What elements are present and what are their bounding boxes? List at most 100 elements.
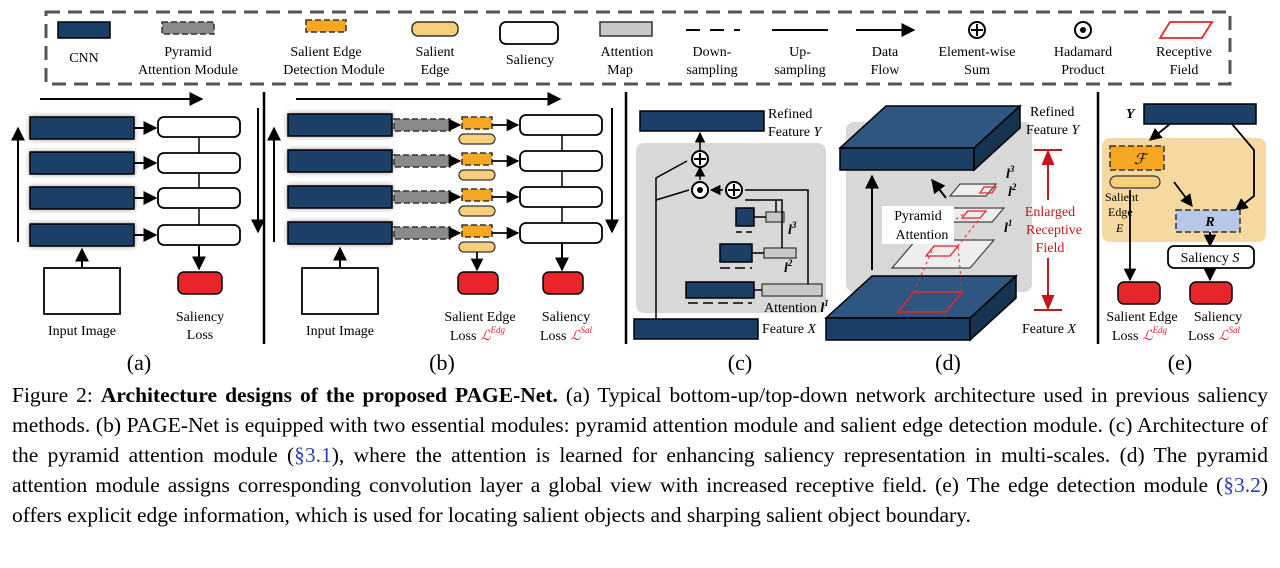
panel-b-saliency-stack [519, 114, 603, 244]
legend-pyramid-label-1: Pyramid [164, 45, 211, 60]
panel-e-salient-label-2: Edge [1108, 205, 1133, 219]
legend-edge-module-label-2: Detection Module [283, 63, 384, 78]
panel-e-label: (e) [1168, 350, 1192, 375]
panel-c-l3-label: l3 [788, 220, 797, 238]
caption-part2: ), where the attention is learned for en… [12, 443, 1268, 497]
panel-e-f-label: ℱ [1134, 152, 1149, 168]
panel-c-module-bg [636, 143, 826, 313]
panel-e-r-label: R [1204, 215, 1214, 230]
panel-d-refined-label-1: Refined [1030, 105, 1074, 120]
legend-pyramid-swatch [161, 21, 215, 35]
legend-cnn-label: CNN [69, 51, 99, 66]
legend-pyramid-label-2: Attention Module [138, 63, 238, 78]
legend-sum-icon [968, 21, 986, 39]
panel-e-saliency-label: Saliency S [1181, 251, 1240, 266]
caption-prefix: Figure 2: [12, 383, 101, 407]
panel-a-label: (a) [127, 350, 151, 375]
legend-saliency-swatch [499, 21, 559, 45]
legend-hadamard-label-1: Hadamard [1054, 45, 1112, 60]
panel-d: Pyramid Attention l3 l2 l1 Enlarged Rece… [824, 104, 1082, 375]
legend-attention-label-1: Attention [601, 45, 654, 60]
panel-e-f-module [1109, 145, 1165, 171]
panel-a-input-label: Input Image [48, 324, 116, 339]
panel-d-attention-planes [890, 183, 1006, 269]
panel-d-l2-label: l2 [1008, 182, 1017, 200]
panel-a-saliency-stack [157, 116, 241, 246]
legend-upsampling-label-2: sampling [774, 63, 825, 78]
panel-c-refined-label-2: Feature Y [768, 125, 823, 140]
legend-receptive-swatch [1158, 21, 1214, 39]
panel-e-salient-var: E [1115, 221, 1124, 235]
panel-c-feature-label: Feature X [762, 322, 816, 337]
panel-d-receptive-arrow [1034, 149, 1062, 311]
legend-dataflow-label-1: Data [872, 45, 899, 60]
panel-d-enlarged-label-1: Enlarged [1025, 205, 1075, 220]
caption-ref-section-3-1[interactable]: §3.1 [294, 443, 332, 467]
panel-c-refined-label-1: Refined [768, 107, 812, 122]
legend-edge-label-1: Salient [416, 45, 455, 60]
panel-d-l1-label: l1 [1004, 218, 1012, 236]
panel-d-pyramid-bg [882, 206, 954, 244]
panel-c-attention-map-2 [763, 247, 797, 259]
panel-e-sal-loss-label-1: Saliency [1194, 310, 1242, 325]
panel-e-r-module [1175, 209, 1241, 233]
panel-c-sum-icon-right [725, 181, 743, 199]
panel-b-edge-loss-label-1: Salient Edge [444, 310, 515, 325]
legend-edge-module-swatch [305, 19, 347, 33]
panel-b-pyramid-modules [393, 118, 451, 240]
legend-downsampling-label-2: sampling [686, 63, 737, 78]
panel-b-sal-loss-label-1: Saliency [542, 310, 590, 325]
panel-b-edge-loss-box [457, 271, 499, 295]
legend-downsampling-label-1: Down- [693, 45, 732, 60]
panel-b-input-image [301, 267, 379, 315]
panel-d-l3-label: l3 [1006, 164, 1015, 182]
panel-e-saliency-box [1167, 245, 1255, 269]
panel-c-level3-cnn [735, 207, 755, 227]
caption-part3: ) offers explicit edge information, whic… [12, 473, 1268, 527]
panel-a-cnn-stack [29, 116, 135, 247]
panel-c-label: (c) [728, 350, 752, 375]
legend-edge-label-2: Edge [421, 63, 450, 78]
panel-b-edge-modules [458, 116, 496, 253]
caption-ref-section-3-2[interactable]: §3.2 [1223, 473, 1261, 497]
panel-d-pyramid-label-1: Pyramid [894, 209, 941, 224]
legend-attention-swatch [599, 21, 653, 37]
legend-sum-label-1: Element-wise [939, 45, 1016, 60]
panel-c-attention-label: Attention l1 [764, 298, 829, 316]
architecture-figure: CNN Pyramid Attention Module Salient Edg… [11, 10, 1266, 375]
panel-c-attention-map-1 [761, 283, 823, 297]
panel-b-sal-loss-box [542, 271, 584, 295]
legend-attention-label-2: Map [607, 63, 633, 78]
panel-e-salient-label-1: Salient [1105, 190, 1139, 204]
panel-c: Refined Feature Y Feature X [633, 107, 829, 375]
caption-part1: (a) Typical bottom-up/top-down network a… [12, 383, 1269, 467]
figure-caption: Figure 2: Architecture designs of the pr… [12, 380, 1268, 530]
legend-receptive-label-1: Receptive [1156, 45, 1212, 60]
legend-dataflow-label-2: Flow [871, 63, 901, 78]
panel-d-refined-slab [838, 104, 1022, 172]
panel-d-enlarged-label-3: Field [1036, 241, 1065, 256]
panel-b-label: (b) [429, 350, 455, 375]
legend-edge-swatch [411, 21, 459, 37]
legend-sum-label-2: Sum [964, 63, 990, 78]
panel-e-feature-y [1143, 103, 1257, 125]
panel-e-edge-output [1109, 175, 1161, 189]
legend-receptive-label-2: Field [1170, 63, 1199, 78]
legend-upsampling-label-1: Up- [789, 45, 811, 60]
panel-a-input-image [43, 267, 121, 315]
panel-a-saliency-loss-box [177, 271, 223, 295]
panel-c-l2-label: l2 [784, 258, 793, 276]
panel-e-y-label: Y [1126, 107, 1136, 122]
panel-c-feature-x [633, 318, 759, 340]
legend-cnn-swatch [57, 21, 111, 39]
panel-a-loss-label-1: Saliency [176, 310, 224, 325]
caption-bold: Architecture designs of the proposed PAG… [100, 383, 558, 407]
legend-hadamard-icon [1074, 21, 1092, 39]
panel-c-level1-cnn [685, 281, 755, 299]
panel-c-sum-icon-top [691, 150, 709, 168]
panel-d-feature-slab [824, 274, 1018, 342]
panel-e-edge-loss-label-1: Salient Edge [1106, 310, 1177, 325]
legend-edge-module-label-1: Salient Edge [290, 45, 361, 60]
